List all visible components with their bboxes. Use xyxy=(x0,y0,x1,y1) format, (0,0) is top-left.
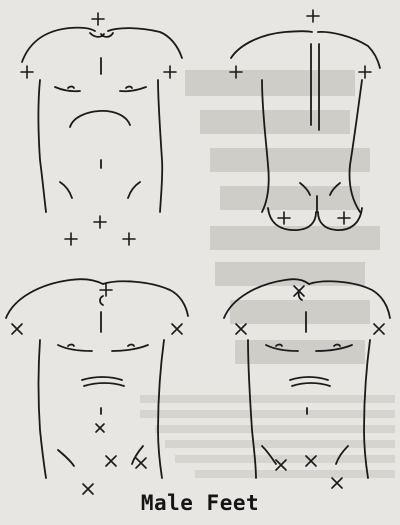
arm-right-outline-4 xyxy=(364,340,370,478)
arm-left-outline-4 xyxy=(248,340,256,478)
nipple-left xyxy=(68,87,74,89)
shoulder-left-outline xyxy=(22,28,95,62)
figure-back-torso-top xyxy=(230,10,380,230)
marker-plus xyxy=(12,284,182,494)
shoulder-right-outline-3 xyxy=(103,281,188,316)
arm-right-outline-3 xyxy=(158,340,164,478)
hip-right-3 xyxy=(132,446,143,464)
hip-left-3 xyxy=(58,450,74,466)
collar-mark-3 xyxy=(100,296,103,305)
buttocks-right xyxy=(318,208,362,230)
hip-left-4 xyxy=(262,446,276,464)
chest-left-3 xyxy=(58,345,92,351)
abdomen-line-b-4 xyxy=(292,383,330,386)
hip-right-4 xyxy=(336,446,348,464)
hip-left-line xyxy=(60,182,72,198)
marker-plus xyxy=(236,286,384,488)
chest-right-line xyxy=(120,87,146,91)
nipple-right xyxy=(126,87,132,89)
back-shoulder-left xyxy=(231,31,312,58)
chest-right-3 xyxy=(112,345,148,351)
nipple-right-3 xyxy=(128,345,134,347)
arm-right-outline xyxy=(158,80,162,212)
nipple-left-4 xyxy=(276,345,282,347)
abdomen-arch xyxy=(70,111,130,127)
shoulder-left-outline-4 xyxy=(224,279,309,318)
arm-left-outline xyxy=(39,80,47,212)
marker-plus xyxy=(21,13,176,245)
figure-front-torso-bottom-left xyxy=(6,279,188,494)
shoulder-left-outline-3 xyxy=(6,279,103,318)
abdomen-line-a-3 xyxy=(82,377,122,380)
figure-front-torso-top xyxy=(21,13,182,245)
buttocks-left xyxy=(268,208,316,230)
figure-front-torso-bottom-right xyxy=(224,279,390,488)
figure-caption: Male Feet xyxy=(0,491,400,515)
shoulder-right-outline xyxy=(108,28,182,58)
arm-left-outline-3 xyxy=(39,340,47,478)
neck-notch xyxy=(90,33,113,37)
nipple-right-4 xyxy=(334,345,340,347)
abdomen-line-b-3 xyxy=(84,383,124,386)
lower-back-dimple-right xyxy=(330,183,340,195)
back-side-left xyxy=(262,80,269,212)
nipple-left-3 xyxy=(68,345,74,347)
hip-right-line xyxy=(128,182,140,198)
abdomen-line-a-4 xyxy=(290,377,328,380)
shoulder-right-outline-4 xyxy=(309,281,390,318)
lower-back-dimple-left xyxy=(300,183,310,195)
back-side-right xyxy=(349,80,362,212)
back-shoulder-right xyxy=(318,32,380,68)
